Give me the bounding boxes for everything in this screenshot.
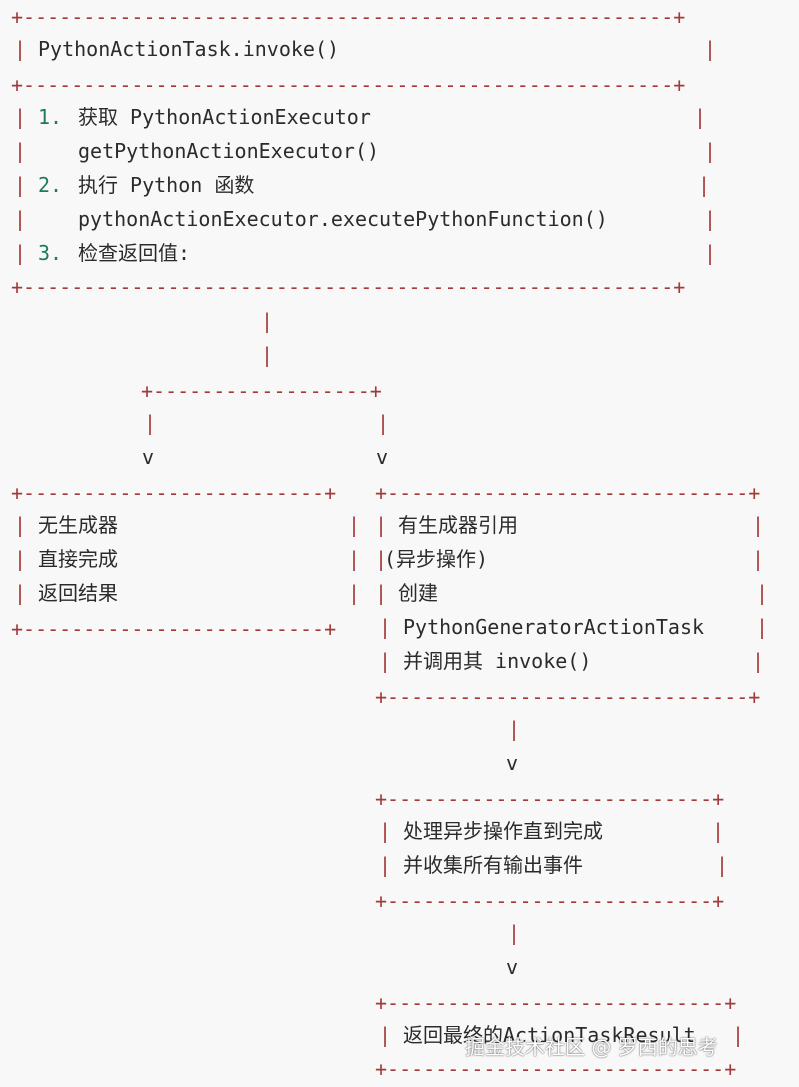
box-main-left-edge: | <box>14 139 27 163</box>
box-result-left-edge: | <box>379 1023 392 1047</box>
box-process-right-edge: | <box>712 819 725 843</box>
box-main-bottom-border: +---------------------------------------… <box>11 275 686 299</box>
flow-arrow-head: v <box>506 955 519 979</box>
box-result-right-edge: | <box>732 1023 745 1047</box>
step-text: 获取 PythonActionExecutor <box>78 105 371 129</box>
box-right-top-border: +------------------------------+ <box>375 481 761 505</box>
step-number: 3. <box>38 241 63 265</box>
box-main-left-edge: | <box>14 241 27 265</box>
box-right-line: 创建 <box>398 581 438 605</box>
flow-connector: | <box>508 921 521 945</box>
box-right-left-edge: | <box>379 649 392 673</box>
box-main-left-edge: | <box>14 105 27 129</box>
box-left-right-edge: | <box>348 581 361 605</box>
box-left-right-edge: | <box>348 513 361 537</box>
box-process-left-edge: | <box>379 853 392 877</box>
box-left-left-edge: | <box>14 513 27 537</box>
box-result-bottom-border: +----------------------------+ <box>375 1057 737 1081</box>
box-main-right-edge: | <box>704 241 717 265</box>
box-main-left-edge: | <box>14 173 27 197</box>
watermark: 掘金技术社区 @ 罗西的思考 <box>465 1035 718 1059</box>
box-left-line: 无生成器 <box>38 513 118 537</box>
box-main-left-edge: | <box>14 207 27 231</box>
step-number: 1. <box>38 105 63 129</box>
branch-left-arrow-head: v <box>142 445 155 469</box>
box-result-top-border: +----------------------------+ <box>375 991 737 1015</box>
flow-arrow-head: v <box>506 751 519 775</box>
box-left-left-edge: | <box>14 547 27 571</box>
box-process-left-edge: | <box>379 819 392 843</box>
box-right-left-edge: | <box>375 547 388 571</box>
box-main-title: PythonActionTask.invoke() <box>38 37 340 61</box>
box-right-right-edge: | <box>752 513 765 537</box>
box-main-right-edge: | <box>698 173 711 197</box>
box-right-line: PythonGeneratorActionTask <box>403 615 705 639</box>
box-right-right-edge: | <box>756 581 769 605</box>
box-left-line: 直接完成 <box>38 547 118 571</box>
box-right-line: 有生成器引用 <box>398 513 518 537</box>
box-right-left-edge: | <box>379 615 392 639</box>
box-process-top-border: +---------------------------+ <box>375 787 725 811</box>
box-right-line: (异步操作) <box>384 547 489 571</box>
flow-connector: | <box>508 717 521 741</box>
box-main-right-edge: | <box>704 139 717 163</box>
box-left-line: 返回结果 <box>38 581 118 605</box>
box-right-right-edge: | <box>752 547 765 571</box>
step-text: 检查返回值: <box>78 241 191 265</box>
box-right-line: 并调用其 invoke() <box>403 649 592 673</box>
branch-split-line: +------------------+ <box>141 379 382 403</box>
branch-right-connector: | <box>377 411 390 435</box>
branch-right-arrow-head: v <box>376 445 389 469</box>
branch-left-connector: | <box>144 411 157 435</box>
box-right-right-edge: | <box>756 615 769 639</box>
box-main-left-edge: | <box>14 37 27 61</box>
trunk-connector: | <box>261 309 274 333</box>
step-text: 执行 Python 函数 <box>78 173 255 197</box>
box-main-separator: +---------------------------------------… <box>11 73 686 97</box>
step-number: 2. <box>38 173 63 197</box>
box-main-right-edge: | <box>704 207 717 231</box>
box-process-line: 并收集所有输出事件 <box>403 853 583 877</box>
box-process-line: 处理异步操作直到完成 <box>403 819 603 843</box>
box-process-bottom-border: +---------------------------+ <box>375 889 725 913</box>
step-text: pythonActionExecutor.executePythonFuncti… <box>78 207 608 231</box>
step-text: getPythonActionExecutor() <box>78 139 380 163</box>
box-left-bottom-border: +-------------------------+ <box>11 617 337 641</box>
box-main-right-edge: | <box>704 37 717 61</box>
box-result-line: 返回最终的ActionTaskResult <box>403 1023 696 1047</box>
box-process-right-edge: | <box>716 853 729 877</box>
box-right-left-edge: | <box>375 513 388 537</box>
box-left-left-edge: | <box>14 581 27 605</box>
box-right-left-edge: | <box>375 581 388 605</box>
box-left-top-border: +-------------------------+ <box>11 481 337 505</box>
box-left-right-edge: | <box>348 547 361 571</box>
box-right-bottom-border: +------------------------------+ <box>375 685 761 709</box>
box-main-right-edge: | <box>694 105 707 129</box>
box-main-top-border: +---------------------------------------… <box>11 5 686 29</box>
trunk-connector: | <box>261 343 274 367</box>
box-right-right-edge: | <box>752 649 765 673</box>
